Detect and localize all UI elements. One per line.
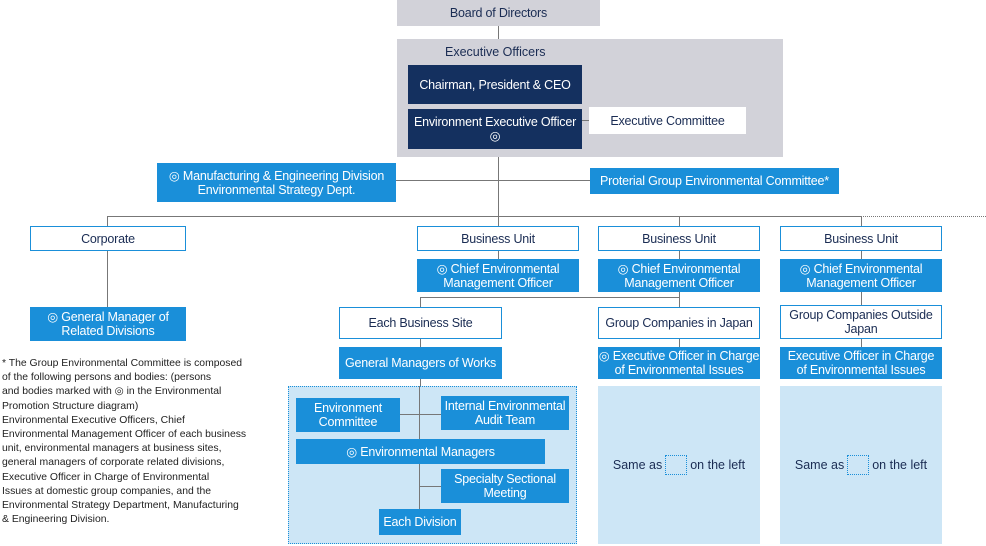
dotted-placeholder-icon <box>847 455 870 475</box>
env-committee-line1: Environment <box>314 401 382 415</box>
internal-audit-team: Internal Environmental Audit Team <box>441 396 569 430</box>
group-companies-outside-japan: Group Companies Outside Japan <box>780 305 942 339</box>
connector <box>582 120 589 121</box>
executive-officers-title: Executive Officers <box>445 45 546 59</box>
chief-env-officer-1: ◎ Chief Environmental Management Officer <box>417 259 579 292</box>
specialty-line1: Specialty Sectional <box>454 472 556 486</box>
each-business-site: Each Business Site <box>339 307 502 339</box>
general-managers-of-works: General Managers of Works <box>339 347 502 379</box>
dotted-connector <box>861 216 986 217</box>
group-environmental-committee: Proterial Group Environmental Committee* <box>590 168 839 194</box>
footnote-line: Environmental Management Officer of each… <box>2 429 247 441</box>
footnote-line: Issues at domestic group companies, and … <box>2 485 212 497</box>
audit-line2: Audit Team <box>474 413 536 427</box>
connector <box>420 339 421 347</box>
chief-env-officer-2: ◎ Chief Environmental Management Officer <box>598 259 760 292</box>
footnote-line: general managers of corporate related di… <box>2 457 225 469</box>
business-unit-1: Business Unit <box>417 226 579 251</box>
gm-related-line2: Related Divisions <box>61 324 155 338</box>
chief-env-officer-line1: ◎ Chief Environmental <box>799 261 923 276</box>
environment-committee: Environment Committee <box>296 398 400 432</box>
connector <box>400 414 442 415</box>
corporate-box: Corporate <box>30 226 186 251</box>
footnote-line: Promotion Structure diagram) <box>2 400 139 412</box>
exec-officer-japan: ◎ Executive Officer in Charge of Environ… <box>598 347 760 379</box>
connector <box>679 216 680 226</box>
business-unit-3: Business Unit <box>780 226 942 251</box>
exec-officer-outside-line1: Executive Officer in Charge <box>787 349 935 363</box>
exec-officer-outside-line2: of Environmental Issues <box>796 363 926 377</box>
connector <box>861 216 862 226</box>
on-the-left-text: on the left <box>690 458 746 472</box>
board-of-directors: Board of Directors <box>397 0 600 26</box>
connector <box>498 157 499 227</box>
environmental-managers: ◎ Environmental Managers <box>296 439 545 464</box>
manufacturing-division-line1: ◎ Manufacturing & Engineering Division <box>168 168 385 183</box>
connector <box>107 216 861 217</box>
manufacturing-division: ◎ Manufacturing & Engineering Division E… <box>157 163 396 202</box>
group-companies-japan: Group Companies in Japan <box>598 307 760 339</box>
same-as-text: Same as <box>794 458 845 472</box>
audit-line1: Internal Environmental <box>444 399 566 413</box>
environment-executive-officer: Environment Executive Officer ◎ <box>408 109 582 149</box>
env-committee-line2: Committee <box>318 415 378 429</box>
chief-env-officer-line1: ◎ Chief Environmental <box>617 261 741 276</box>
specialty-line2: Meeting <box>483 486 527 500</box>
connector <box>679 339 680 347</box>
exec-officer-japan-line1: ◎ Executive Officer in Charge <box>598 349 760 363</box>
footnote-line: Environmental Strategy Department, Manuf… <box>2 500 239 512</box>
footnote-line: and bodies marked with ◎ in the Environm… <box>2 386 222 398</box>
footnote: * The Group Environmental Committee is c… <box>2 357 278 527</box>
footnote-line: of the following persons and bodies: (pe… <box>2 372 212 384</box>
outside-label-line1: Group Companies Outside <box>789 308 933 322</box>
connector <box>861 251 862 259</box>
same-as-text: Same as <box>612 458 663 472</box>
footnote-line: & Engineering Division. <box>2 514 110 526</box>
connector <box>498 26 499 39</box>
connector <box>861 292 862 305</box>
same-as-left-japan: Same as on the left <box>598 455 760 475</box>
connector <box>107 216 108 226</box>
gm-related-line1: ◎ General Manager of <box>47 310 169 324</box>
executive-committee: Executive Committee <box>589 107 746 134</box>
footnote-line: unit, environmental managers at business… <box>2 443 222 455</box>
outside-label-line2: Japan <box>844 322 878 336</box>
connector <box>861 339 862 347</box>
connector <box>498 251 499 259</box>
on-the-left-text: on the left <box>872 458 928 472</box>
connector <box>419 486 441 487</box>
connector <box>420 297 421 307</box>
manufacturing-division-line2: Environmental Strategy Dept. <box>197 182 356 197</box>
exec-officer-outside: Executive Officer in Charge of Environme… <box>780 347 942 379</box>
chairman-box: Chairman, President & CEO <box>408 65 582 104</box>
outside-area <box>780 386 942 544</box>
footnote-line: Executive Officer in Charge of Environme… <box>2 471 210 483</box>
connector <box>679 292 680 307</box>
each-division: Each Division <box>379 509 461 535</box>
connector <box>679 251 680 259</box>
specialty-sectional-meeting: Specialty Sectional Meeting <box>441 469 569 503</box>
chief-env-officer-3: ◎ Chief Environmental Management Officer <box>780 259 942 292</box>
footnote-line: Environmental Executive Officers, Chief <box>2 414 185 426</box>
connector <box>420 297 679 298</box>
business-unit-2: Business Unit <box>598 226 760 251</box>
chief-env-officer-line2: Management Officer <box>806 275 916 290</box>
chief-env-officer-line2: Management Officer <box>624 275 734 290</box>
connector <box>498 180 590 181</box>
connector <box>396 180 498 181</box>
footnote-line: * The Group Environmental Committee is c… <box>2 358 243 369</box>
same-as-left-outside: Same as on the left <box>780 455 942 475</box>
exec-officer-japan-line2: of Environmental Issues <box>614 363 744 377</box>
chief-env-officer-line1: ◎ Chief Environmental <box>436 261 560 276</box>
connector <box>107 251 108 307</box>
dotted-placeholder-icon <box>665 455 688 475</box>
japan-area <box>598 386 760 544</box>
general-manager-related-divisions: ◎ General Manager of Related Divisions <box>30 307 186 341</box>
chief-env-officer-line2: Management Officer <box>443 275 553 290</box>
connector <box>420 379 421 386</box>
